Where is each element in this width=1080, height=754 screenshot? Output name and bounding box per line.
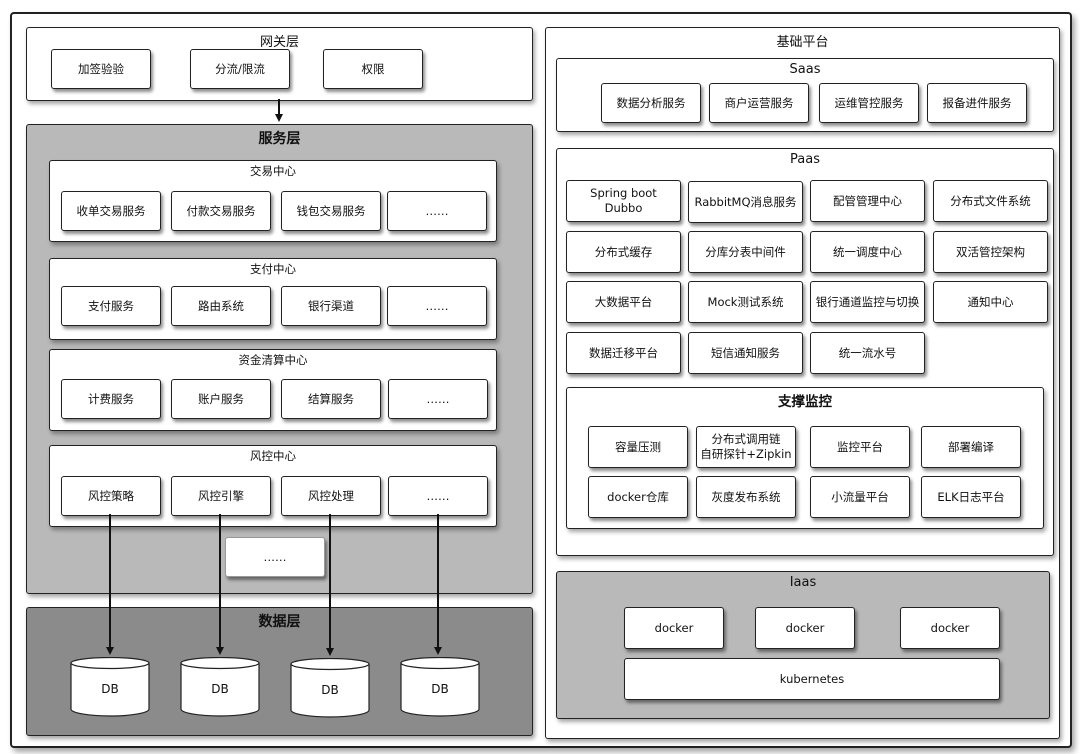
paas-item: 数据迁移平台 xyxy=(566,332,681,374)
docker-box: docker xyxy=(900,607,1000,649)
payment-item: 路由系统 xyxy=(171,286,271,326)
monitor-item: 监控平台 xyxy=(810,426,910,468)
database-label: DB xyxy=(431,682,449,696)
database-label: DB xyxy=(101,682,119,696)
risk-center: 风控中心 风控策略 风控引擎 风控处理 …… xyxy=(49,445,497,527)
monitor-item: ELK日志平台 xyxy=(921,476,1021,518)
risk-item: 风控引擎 xyxy=(171,476,271,516)
paas-item: 双活管控架构 xyxy=(933,231,1048,273)
clearing-item: …… xyxy=(388,379,488,419)
saas-item: 运维管控服务 xyxy=(819,83,919,123)
more-services-box: …… xyxy=(225,537,325,577)
monitoring-panel: 支撑监控 容量压测 分布式调用链 自研探针+Zipkin 监控平台 部署编译 d… xyxy=(566,387,1044,529)
saas-item: 报备进件服务 xyxy=(927,83,1027,123)
platform-title: 基础平台 xyxy=(776,35,829,50)
payment-item: 支付服务 xyxy=(61,286,161,326)
database-cylinder: DB xyxy=(70,657,150,717)
trade-item: 钱包交易服务 xyxy=(281,191,381,231)
service-layer: 服务层 交易中心 收单交易服务 付款交易服务 钱包交易服务 …… 支付中心 支付… xyxy=(26,124,533,594)
saas-panel: Saas 数据分析服务 商户运营服务 运维管控服务 报备进件服务 xyxy=(556,58,1054,132)
platform-panel: 基础平台 Saas 数据分析服务 商户运营服务 运维管控服务 报备进件服务 Pa… xyxy=(545,27,1060,739)
paas-item: 分布式文件系统 xyxy=(933,180,1048,222)
database-icon xyxy=(400,657,480,717)
gateway-permission-box: 权限 xyxy=(323,49,423,89)
paas-item: 统一调度中心 xyxy=(810,231,925,273)
trade-item: 付款交易服务 xyxy=(171,191,271,231)
gateway-title: 网关层 xyxy=(259,35,299,50)
paas-item: 配管管理中心 xyxy=(810,180,925,222)
risk-item: 风控策略 xyxy=(61,476,161,516)
database-cylinder: DB xyxy=(400,657,480,717)
trade-center-title: 交易中心 xyxy=(250,164,296,178)
saas-title: Saas xyxy=(789,62,821,77)
database-cylinder: DB xyxy=(290,658,370,718)
clearing-item: 账户服务 xyxy=(171,379,271,419)
clearing-center: 资金清算中心 计费服务 账户服务 结算服务 …… xyxy=(49,349,497,431)
gateway-signature-box: 加签验验 xyxy=(51,49,151,89)
payment-center-title: 支付中心 xyxy=(250,262,296,276)
trade-item: 收单交易服务 xyxy=(61,191,161,231)
paas-item: 短信通知服务 xyxy=(688,332,803,374)
service-title: 服务层 xyxy=(258,131,301,147)
gateway-throttle-box: 分流/限流 xyxy=(190,49,290,89)
kubernetes-box: kubernetes xyxy=(624,658,1000,700)
paas-title: Paas xyxy=(790,152,820,167)
risk-center-title: 风控中心 xyxy=(250,449,296,463)
monitor-item: 部署编译 xyxy=(921,426,1021,468)
paas-item: 大数据平台 xyxy=(566,281,681,323)
monitor-item: 小流量平台 xyxy=(810,476,910,518)
risk-item: 风控处理 xyxy=(281,476,381,516)
data-layer-title: 数据层 xyxy=(258,614,301,630)
monitor-item: 容量压测 xyxy=(588,426,688,468)
paas-item: RabbitMQ消息服务 xyxy=(688,181,803,223)
gateway-layer: 网关层 加签验验 分流/限流 权限 xyxy=(26,27,533,101)
database-icon xyxy=(290,658,370,718)
paas-item: 分布式缓存 xyxy=(566,231,681,273)
database-icon xyxy=(70,657,150,717)
clearing-item: 计费服务 xyxy=(61,379,161,419)
iaas-title: Iaas xyxy=(789,575,817,590)
clearing-center-title: 资金清算中心 xyxy=(238,353,308,367)
monitor-item: 灰度发布系统 xyxy=(696,476,796,518)
database-label: DB xyxy=(321,683,339,697)
saas-item: 商户运营服务 xyxy=(709,83,809,123)
database-label: DB xyxy=(211,682,229,696)
monitor-item: docker仓库 xyxy=(588,476,688,518)
trade-item: …… xyxy=(387,191,487,231)
trade-center: 交易中心 收单交易服务 付款交易服务 钱包交易服务 …… xyxy=(49,160,497,242)
clearing-item: 结算服务 xyxy=(281,379,381,419)
paas-panel: Paas Spring boot Dubbo RabbitMQ消息服务 配管管理… xyxy=(556,148,1054,556)
payment-item: 银行渠道 xyxy=(281,286,381,326)
monitoring-title: 支撑监控 xyxy=(778,394,832,410)
docker-box: docker xyxy=(755,607,855,649)
database-icon xyxy=(180,657,260,717)
paas-item: Mock测试系统 xyxy=(688,281,803,323)
paas-item: 分库分表中间件 xyxy=(688,231,803,273)
paas-item: Spring boot Dubbo xyxy=(566,180,681,222)
saas-item: 数据分析服务 xyxy=(601,83,701,123)
paas-item: 银行通道监控与切换 xyxy=(810,281,925,323)
paas-item: 统一流水号 xyxy=(810,332,925,374)
docker-box: docker xyxy=(624,607,724,649)
risk-item: …… xyxy=(388,476,488,516)
payment-item: …… xyxy=(387,286,487,326)
paas-item: 通知中心 xyxy=(933,281,1048,323)
payment-center: 支付中心 支付服务 路由系统 银行渠道 …… xyxy=(49,258,497,340)
database-cylinder: DB xyxy=(180,657,260,717)
monitor-item: 分布式调用链 自研探针+Zipkin xyxy=(696,426,796,468)
iaas-panel: Iaas docker docker docker kubernetes xyxy=(556,571,1050,719)
